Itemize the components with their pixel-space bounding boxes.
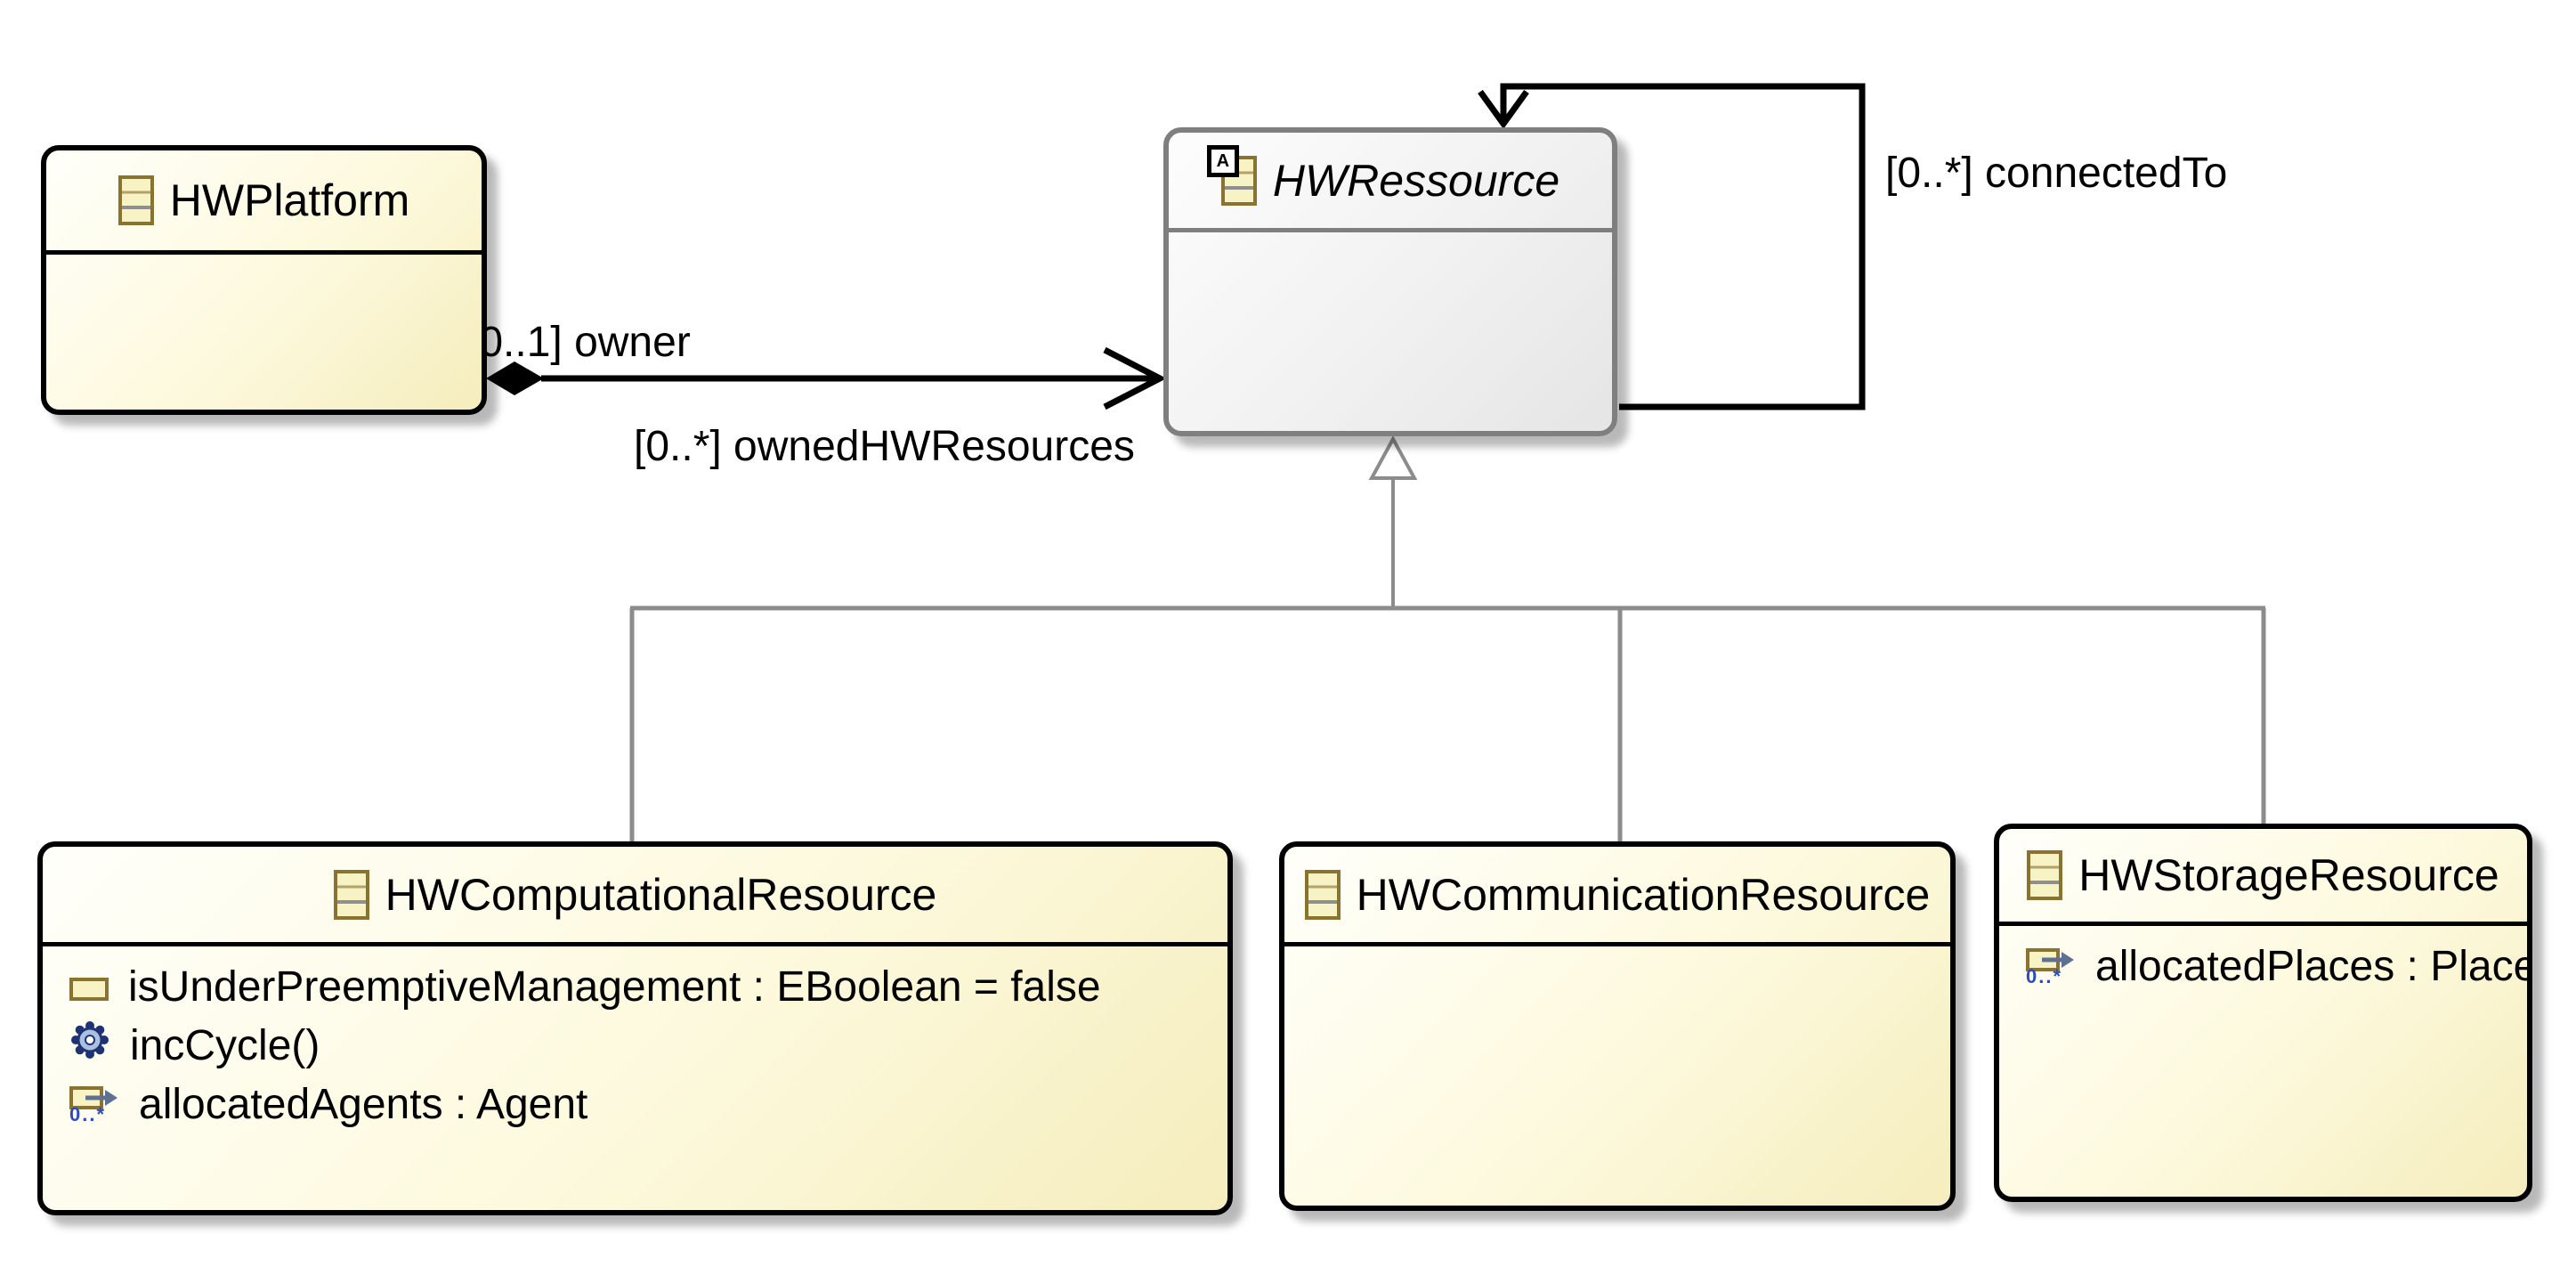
- eclass-abstract-icon: A: [1206, 144, 1257, 206]
- class-hwstorageresource-title: HWStorageResource: [2078, 850, 2499, 900]
- class-hwcommunicationresource-body: [1284, 946, 1950, 957]
- eclass-icon: [333, 869, 369, 920]
- operation-text: incCycle(): [130, 1021, 320, 1069]
- ereference-icon: 0..*: [2026, 946, 2076, 987]
- attribute-text: isUnderPreemptiveManagement : EBoolean =…: [128, 962, 1101, 1011]
- ereference-icon: 0..*: [69, 1084, 119, 1125]
- eclass-icon: [1304, 869, 1341, 920]
- class-hwcommunicationresource[interactable]: HWCommunicationResource: [1279, 841, 1956, 1211]
- composition-diamond: [486, 361, 544, 395]
- class-hwcommunicationresource-title: HWCommunicationResource: [1356, 869, 1931, 920]
- reference-text: allocatedPlaces : Place: [2095, 942, 2532, 990]
- class-hwressource-body: [1169, 232, 1612, 243]
- class-hwcommunicationresource-header: HWCommunicationResource: [1284, 847, 1950, 946]
- eclass-icon: [2027, 850, 2063, 900]
- edge-label-owner[interactable]: [0..1] owner: [467, 319, 691, 366]
- class-hwstorageresource-body: 0..* allocatedPlaces : Place: [1999, 926, 2527, 995]
- composition-open-arrowhead: [1103, 346, 1167, 410]
- class-hwcomputationalresource-title: HWComputationalResource: [385, 869, 937, 920]
- class-hwcomputationalresource[interactable]: HWComputationalResource isUnderPreemptiv…: [37, 841, 1233, 1215]
- eoperation-gear-icon: [69, 1019, 110, 1071]
- class-hwcomputationalresource-header: HWComputationalResource: [43, 847, 1227, 946]
- ereference-multiplicity: 0..*: [2026, 965, 2063, 987]
- class-hwplatform-header: HWPlatform: [46, 150, 482, 255]
- abstract-marker-badge: A: [1206, 144, 1239, 177]
- eattribute-icon: [69, 962, 109, 1011]
- edge-label-ownedhwresources[interactable]: [0..*] ownedHWResources: [634, 423, 1135, 470]
- class-hwstorageresource-header: HWStorageResource: [1999, 829, 2527, 926]
- edge-label-connectedto[interactable]: [0..*] connectedTo: [1885, 150, 2228, 197]
- class-hwstorageresource[interactable]: HWStorageResource 0..* allocatedPlaces :…: [1994, 824, 2532, 1202]
- operation-row-inccycle[interactable]: incCycle(): [43, 1016, 1227, 1075]
- reference-row-allocatedagents[interactable]: 0..* allocatedAgents : Agent: [43, 1075, 1227, 1133]
- self-association-edge-connectedto[interactable]: [1500, 83, 1866, 410]
- attribute-row-isunderpreemptivemanagement[interactable]: isUnderPreemptiveManagement : EBoolean =…: [43, 957, 1227, 1016]
- self-association-arrowhead: [1478, 89, 1529, 129]
- class-hwressource-title: HWRessource: [1272, 155, 1560, 206]
- class-hwplatform-title: HWPlatform: [169, 175, 410, 225]
- eclass-icon: [117, 175, 154, 225]
- class-hwplatform[interactable]: HWPlatform: [41, 145, 487, 415]
- class-hwressource-header: A HWRessource: [1169, 133, 1612, 232]
- generalization-triangle-arrowhead: [1368, 435, 1418, 480]
- reference-row-allocatedplaces[interactable]: 0..* allocatedPlaces : Place: [1999, 937, 2527, 995]
- class-hwplatform-body: [46, 255, 482, 265]
- class-hwressource[interactable]: A HWRessource: [1163, 127, 1617, 436]
- ereference-multiplicity: 0..*: [69, 1103, 107, 1125]
- reference-text: allocatedAgents : Agent: [139, 1080, 588, 1128]
- class-hwcomputationalresource-body: isUnderPreemptiveManagement : EBoolean =…: [43, 946, 1227, 1133]
